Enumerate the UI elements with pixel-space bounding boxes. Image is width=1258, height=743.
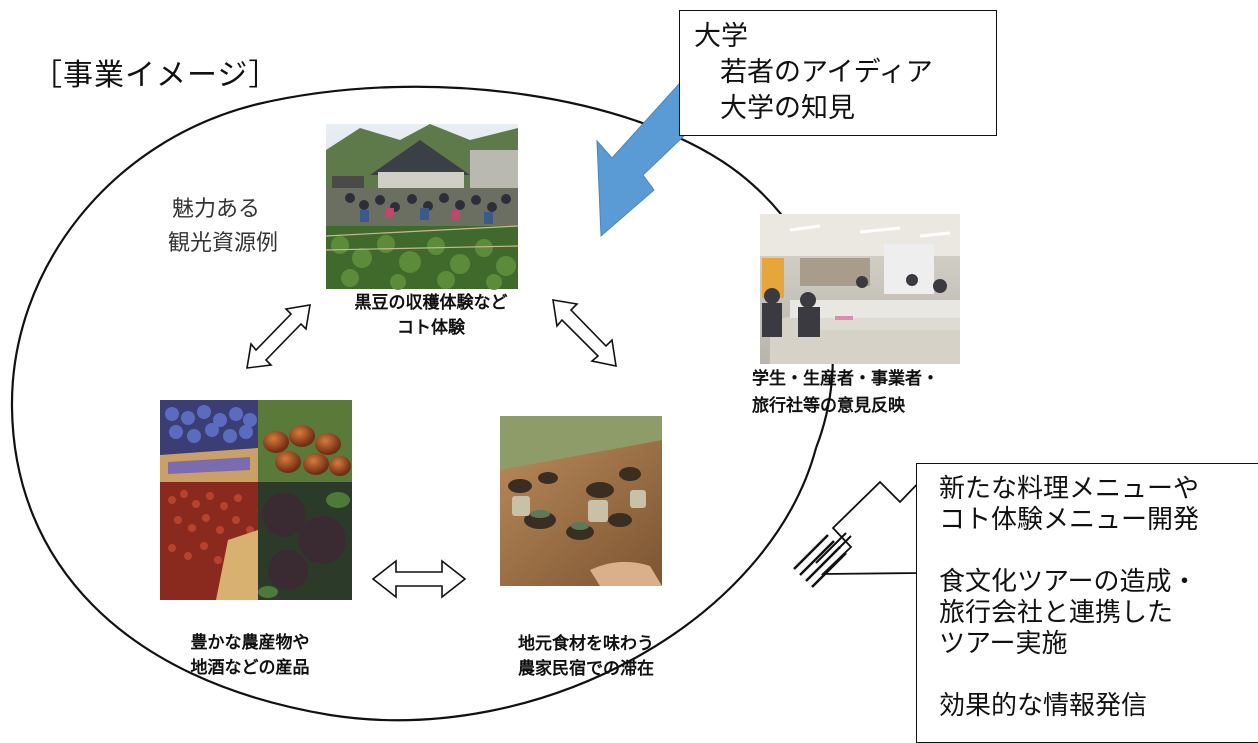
result-line: 新たな料理メニューや <box>939 474 1200 504</box>
double-headed-arrow-icon <box>246 304 311 369</box>
university-item-knowledge: 大学の知見 <box>720 93 855 124</box>
university-item-ideas: 若者のアイディア <box>720 57 933 88</box>
caption-meeting: 学生・生産者・事業者・ 旅行社等の意見反映 <box>752 366 939 420</box>
results-box: 新たな料理メニューや コト体験メニュー開発 食文化ツアーの造成・ 旅行会社と連携… <box>916 463 1258 743</box>
caption-line: 豊かな農産物や <box>190 633 310 653</box>
result-gap <box>939 660 1258 691</box>
diagram-canvas <box>10 62 960 722</box>
caption-line: 農家民宿での滞在 <box>518 659 654 679</box>
caption-line: 地酒などの産品 <box>190 658 310 678</box>
caption-line: 黒豆の収穫体験など <box>354 293 508 313</box>
double-headed-arrow-icon <box>552 299 617 368</box>
caption-line: 旅行社等の意見反映 <box>752 396 905 416</box>
caption-products: 豊かな農産物や 地酒などの産品 <box>165 631 335 681</box>
double-headed-arrow-icon <box>371 559 467 599</box>
attractive-resources-line2: 観光資源例 <box>168 231 279 256</box>
photo-agricultural-products <box>160 400 352 600</box>
university-heading: 大学 <box>694 21 748 52</box>
concept-ellipse <box>10 85 834 722</box>
result-line: コト体験メニュー開発 <box>939 505 1200 535</box>
photo-farm-stay <box>500 416 662 586</box>
result-line: 効果的な情報発信 <box>939 691 1148 721</box>
result-line: 食文化ツアーの造成・ <box>939 567 1198 597</box>
caption-farm-stay: 地元食材を味わう 農家民宿での滞在 <box>486 632 686 682</box>
caption-line: コト体験 <box>397 318 465 338</box>
result-gap <box>939 536 1258 567</box>
caption-black-bean: 黒豆の収穫体験など コト体験 <box>316 291 546 341</box>
photo-black-bean-harvest <box>325 124 519 290</box>
page-title: ［事業イメージ］ <box>32 58 280 93</box>
caption-line: 学生・生産者・事業者・ <box>752 369 939 389</box>
result-line: 旅行会社と連携した <box>939 598 1174 628</box>
result-line: ツアー実施 <box>939 629 1068 659</box>
attractive-resources-label: 魅力ある 観光資源例 <box>168 193 278 261</box>
attractive-resources-line1: 魅力ある <box>172 197 261 222</box>
photo-meeting <box>760 214 960 364</box>
striped-right-arrow-icon <box>793 471 929 588</box>
university-box: 大学 若者のアイディア 大学の知見 <box>679 10 997 136</box>
caption-line: 地元食材を味わう <box>518 634 654 654</box>
